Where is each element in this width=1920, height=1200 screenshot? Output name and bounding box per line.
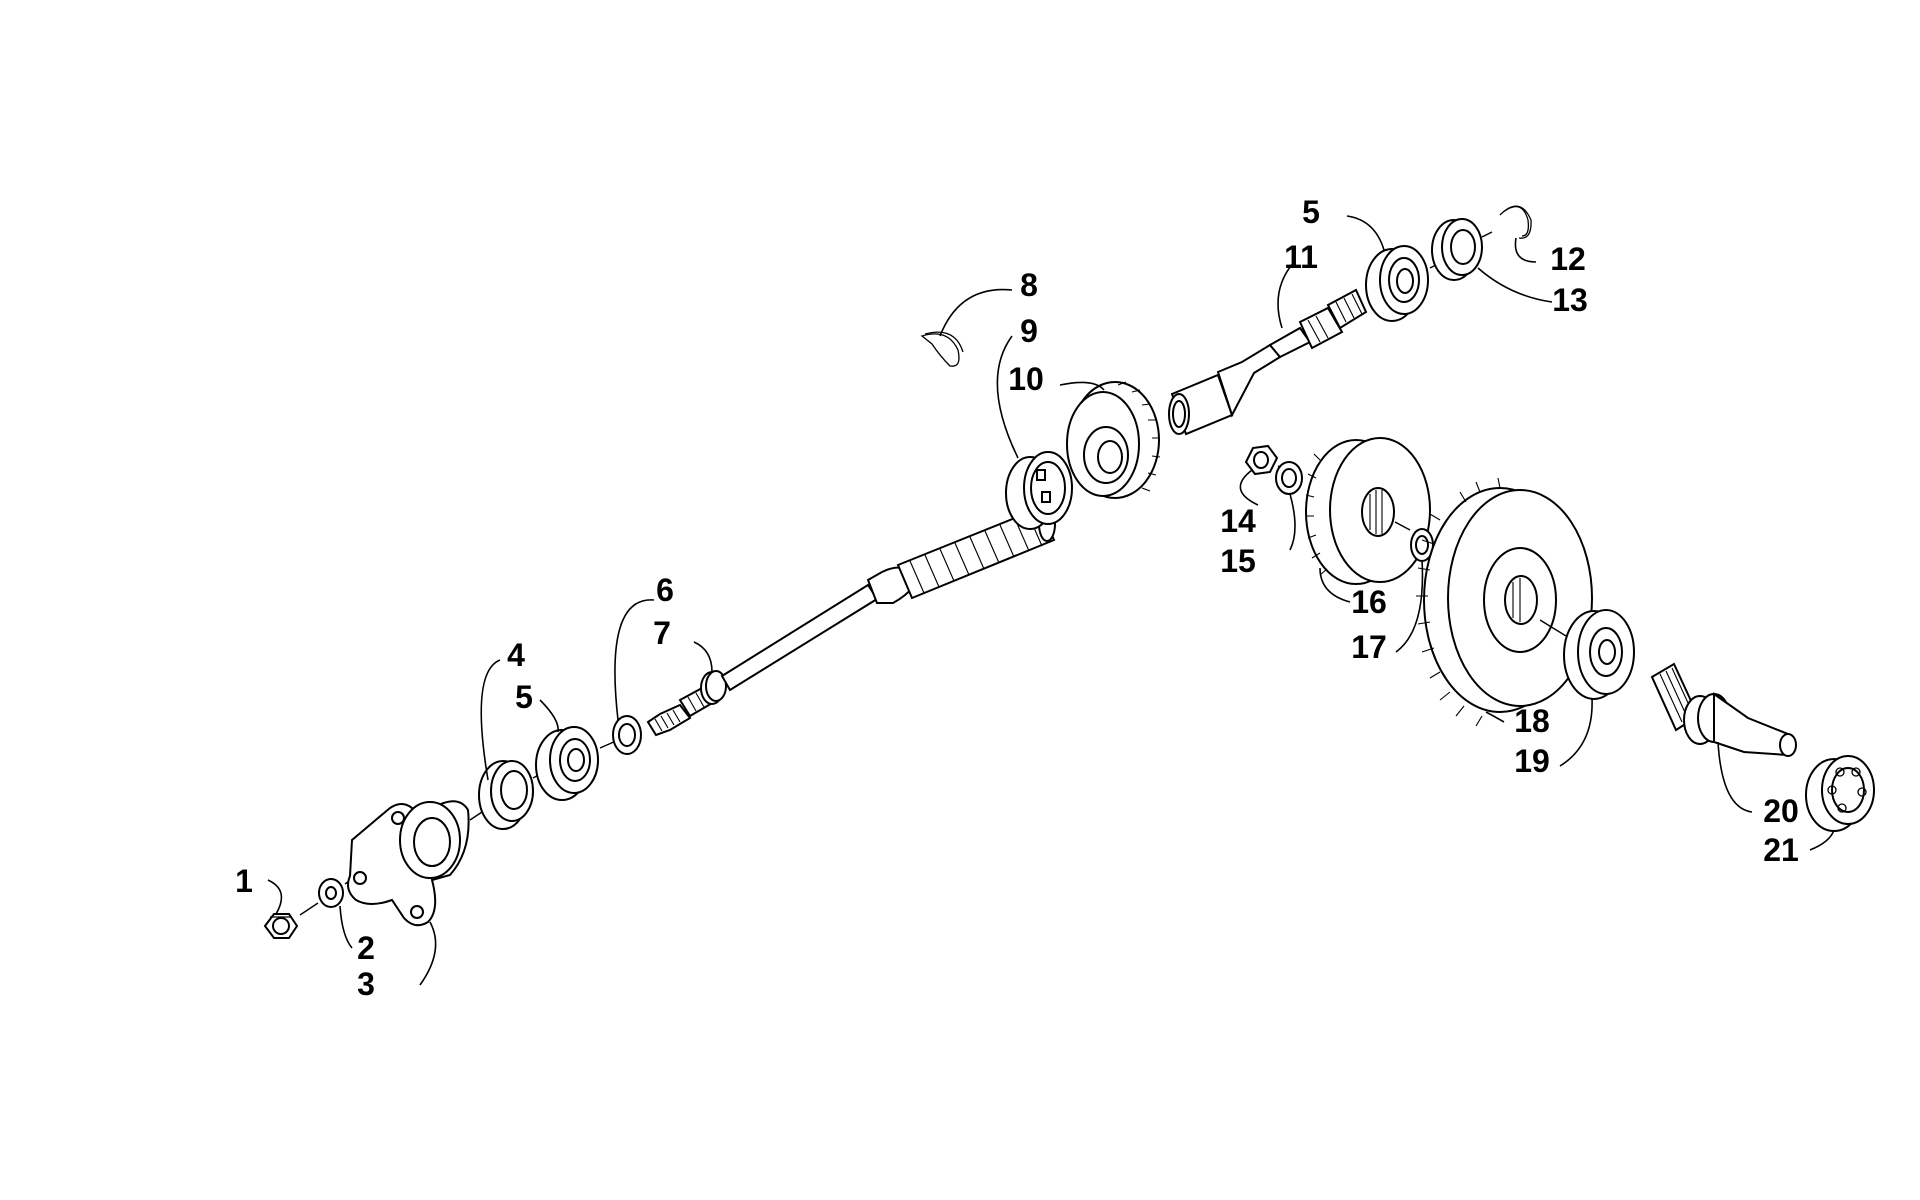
shaft-20 (1650, 662, 1797, 757)
washer-15 (1275, 461, 1303, 495)
label-21: 21 (1763, 832, 1799, 868)
label-12: 12 (1550, 241, 1586, 277)
shaft-11 (1168, 288, 1368, 436)
label-8: 8 (1020, 267, 1038, 303)
label-1: 1 (235, 863, 253, 899)
nut-14 (1244, 444, 1279, 476)
gear-18 (1416, 477, 1593, 727)
gear-16 (1305, 437, 1431, 585)
label-19: 19 (1514, 743, 1550, 779)
snap-ring-8 (920, 333, 960, 367)
leader-lines (267, 215, 1835, 986)
bevel-gear-10 (1066, 381, 1161, 499)
label-4: 4 (507, 637, 525, 673)
label-9: 9 (1020, 313, 1038, 349)
label-11: 11 (1284, 239, 1318, 275)
bearing-9 (1005, 451, 1073, 530)
label-6: 6 (656, 572, 674, 608)
washer-1 (318, 878, 344, 908)
label-13: 13 (1552, 282, 1588, 318)
seal-13 (1431, 218, 1483, 281)
label-17: 17 (1351, 629, 1387, 665)
label-14: 14 (1220, 503, 1256, 539)
retaining-ring-12 (1499, 205, 1532, 239)
flange-housing (347, 800, 470, 927)
label-20: 20 (1763, 793, 1799, 829)
bearing-19 (1563, 609, 1635, 700)
label-18: 18 (1514, 703, 1550, 739)
seal-4 (478, 760, 534, 830)
shaft-7 (646, 506, 1056, 737)
bearing-21 (1805, 755, 1875, 832)
label-15: 15 (1220, 543, 1256, 579)
label-5a: 5 (515, 679, 533, 715)
label-16: 16 (1351, 584, 1387, 620)
bearing-5-lower (535, 726, 599, 801)
label-7: 7 (653, 615, 671, 651)
label-2: 2 (357, 930, 375, 966)
label-5b: 5 (1302, 194, 1320, 230)
bearing-5-upper (1365, 245, 1429, 322)
label-10: 10 (1008, 361, 1044, 397)
part-labels: 1 2 3 4 5 6 7 8 9 10 11 5 12 13 14 15 16… (235, 194, 1799, 1002)
label-3: 3 (357, 966, 375, 1002)
washer-6 (612, 715, 642, 755)
nut (263, 913, 299, 939)
